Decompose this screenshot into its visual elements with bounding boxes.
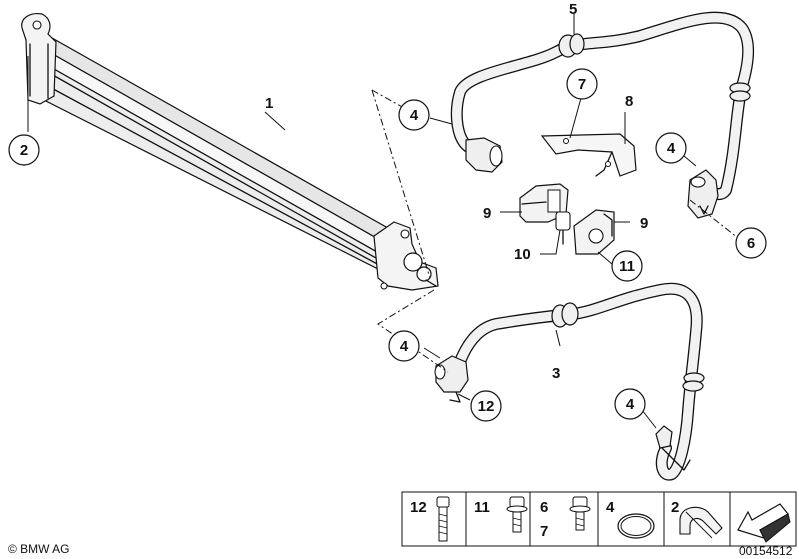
callout-3: 3 xyxy=(552,365,560,382)
callout-10: 10 xyxy=(514,246,531,263)
hose-clip-right xyxy=(573,209,615,255)
svg-text:6: 6 xyxy=(540,499,548,516)
flange-bolt-short-icon xyxy=(569,496,591,531)
svg-text:4: 4 xyxy=(667,140,676,157)
bolt-long-icon xyxy=(436,496,450,542)
leader-lines xyxy=(27,14,697,429)
callout-2: 2 xyxy=(8,134,40,166)
svg-text:12: 12 xyxy=(478,398,495,415)
bracket-clip-left xyxy=(21,13,57,105)
o-ring-icon xyxy=(617,513,655,539)
hose-ring-upper xyxy=(558,33,585,58)
oil-cooler xyxy=(35,37,396,271)
lower-hose-fitting-left xyxy=(434,355,469,403)
svg-text:4: 4 xyxy=(400,338,409,355)
svg-text:4: 4 xyxy=(606,499,615,516)
svg-text:12: 12 xyxy=(410,499,427,516)
svg-text:4: 4 xyxy=(626,396,635,413)
view-direction-arrow-icon xyxy=(737,503,791,543)
svg-text:4: 4 xyxy=(410,107,419,124)
table-cell-arrow xyxy=(729,491,797,547)
svg-text:2: 2 xyxy=(20,142,28,159)
assembly-lines xyxy=(371,89,739,373)
table-cell-6-7: 6 7 xyxy=(529,491,599,547)
callout-6: 6 xyxy=(735,227,767,259)
callout-12: 12 xyxy=(470,390,502,422)
table-cell-4: 4 xyxy=(597,491,665,547)
flange-bolt-icon xyxy=(506,496,528,533)
clip-icon xyxy=(679,506,723,539)
parts-table: 12 11 6 7 xyxy=(401,491,797,547)
clip-screw xyxy=(555,211,571,245)
callout-7: 7 xyxy=(566,68,598,100)
callout-4-top: 4 xyxy=(398,99,430,131)
callout-5: 5 xyxy=(569,1,577,18)
table-cell-11: 11 xyxy=(465,491,531,547)
svg-text:2: 2 xyxy=(671,499,679,516)
svg-text:11: 11 xyxy=(619,258,635,275)
lower-hose-fitting-bottom xyxy=(655,425,691,471)
callout-8: 8 xyxy=(625,93,633,110)
table-cell-12: 12 xyxy=(401,491,467,547)
copyright-text: © BMW AG xyxy=(8,542,70,556)
callout-1: 1 xyxy=(265,95,273,112)
callout-11: 11 xyxy=(611,250,643,282)
svg-text:11: 11 xyxy=(474,499,490,516)
callout-9-right: 9 xyxy=(640,215,648,232)
callout-4-bottom: 4 xyxy=(614,388,646,420)
diagram-number: 00154512 xyxy=(739,544,793,558)
hose-ring-vertical xyxy=(729,82,751,102)
upper-hose-fitting-left xyxy=(465,137,503,173)
cooler-end-cap xyxy=(373,221,439,291)
callout-9-left: 9 xyxy=(483,205,491,222)
svg-text:7: 7 xyxy=(540,523,548,540)
hose-bracket xyxy=(540,133,637,177)
table-cell-2: 2 xyxy=(663,491,731,547)
upper-hose-fitting-right xyxy=(687,169,719,219)
lower-hose xyxy=(434,282,705,481)
upper-hose xyxy=(450,11,754,219)
svg-text:6: 6 xyxy=(747,235,755,252)
callout-4-lower: 4 xyxy=(388,330,420,362)
callout-4-right: 4 xyxy=(655,132,687,164)
hose-clip-left xyxy=(519,183,569,223)
svg-text:7: 7 xyxy=(578,76,586,93)
hose-ring-lower-vertical xyxy=(682,372,705,392)
hose-ring-lower xyxy=(551,302,579,328)
